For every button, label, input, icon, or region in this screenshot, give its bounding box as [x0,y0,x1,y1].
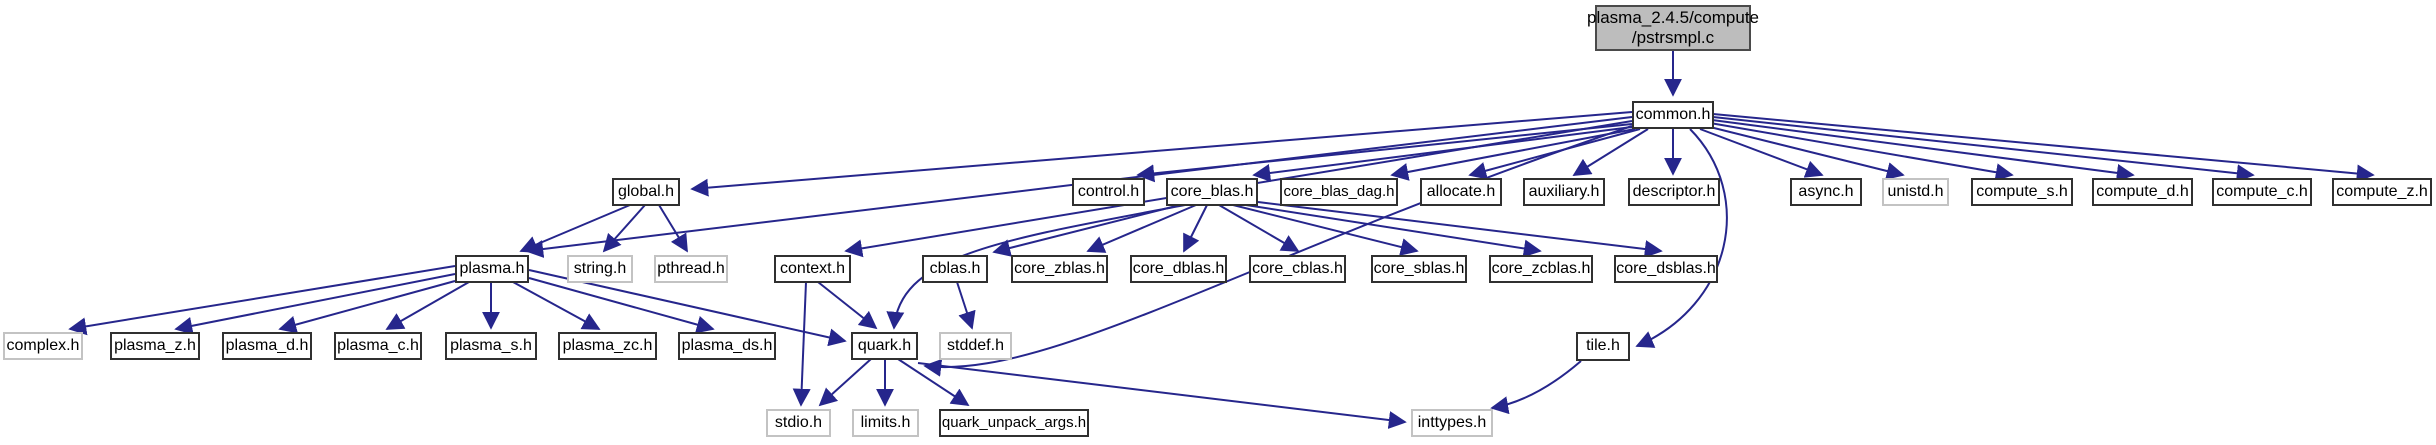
graph-node-complex-h: complex.h [3,332,83,360]
graph-node-compute-z-h[interactable]: compute_z.h [2332,178,2432,206]
graph-node-quark-unpack-args-h[interactable]: quark_unpack_args.h [939,409,1089,437]
graph-node-limits-h: limits.h [852,409,919,437]
graph-node-core-blas-dag-h[interactable]: core_blas_dag.h [1280,178,1398,206]
graph-node-auxiliary-h[interactable]: auxiliary.h [1523,178,1605,206]
graph-node-tile-h[interactable]: tile.h [1576,332,1630,361]
graph-node-core-zblas-h[interactable]: core_zblas.h [1011,255,1108,283]
graph-node-global-h[interactable]: global.h [612,178,680,206]
graph-node-compute-d-h[interactable]: compute_d.h [2092,178,2193,206]
graph-node-pthread-h: pthread.h [654,255,728,283]
graph-node-core-dblas-h[interactable]: core_dblas.h [1130,255,1227,283]
graph-node-stdio-h: stdio.h [766,409,831,437]
graph-node-core-cblas-h[interactable]: core_cblas.h [1249,255,1346,283]
graph-node-unistd-h: unistd.h [1882,178,1949,206]
graph-node-context-h[interactable]: context.h [774,255,851,283]
graph-node-control-h[interactable]: control.h [1072,178,1145,206]
graph-node-cblas-h[interactable]: cblas.h [922,255,988,283]
graph-node-plasma-c-h[interactable]: plasma_c.h [334,332,422,360]
graph-node-core-sblas-h[interactable]: core_sblas.h [1371,255,1467,283]
graph-node-core-dsblas-h[interactable]: core_dsblas.h [1614,255,1718,283]
graph-node-plasma-zc-h[interactable]: plasma_zc.h [558,332,657,360]
graph-node-plasma-z-h[interactable]: plasma_z.h [110,332,200,360]
graph-node-plasma-ds-h[interactable]: plasma_ds.h [678,332,776,360]
graph-node-compute-s-h[interactable]: compute_s.h [1971,178,2073,206]
graph-node-async-h[interactable]: async.h [1790,178,1862,206]
graph-node-quark-h[interactable]: quark.h [851,332,918,360]
graph-node-allocate-h[interactable]: allocate.h [1420,178,1502,206]
graph-node-inttypes-h: inttypes.h [1411,409,1493,437]
graph-node-plasma-s-h[interactable]: plasma_s.h [445,332,537,360]
graph-node-plasma-h[interactable]: plasma.h [455,255,529,283]
graph-node-pstrsmpl-c: plasma_2.4.5/compute /pstrsmpl.c [1587,5,1759,51]
graph-node-string-h: string.h [567,255,633,283]
graph-node-core-zcblas-h[interactable]: core_zcblas.h [1489,255,1593,283]
graph-node-stddef-h: stddef.h [939,332,1012,360]
graph-node-descriptor-h[interactable]: descriptor.h [1628,178,1720,206]
graph-node-core-blas-h[interactable]: core_blas.h [1166,178,1258,206]
graph-node-plasma-d-h[interactable]: plasma_d.h [222,332,312,360]
graph-node-common-h[interactable]: common.h [1632,101,1714,129]
graph-node-compute-c-h[interactable]: compute_c.h [2212,178,2312,206]
